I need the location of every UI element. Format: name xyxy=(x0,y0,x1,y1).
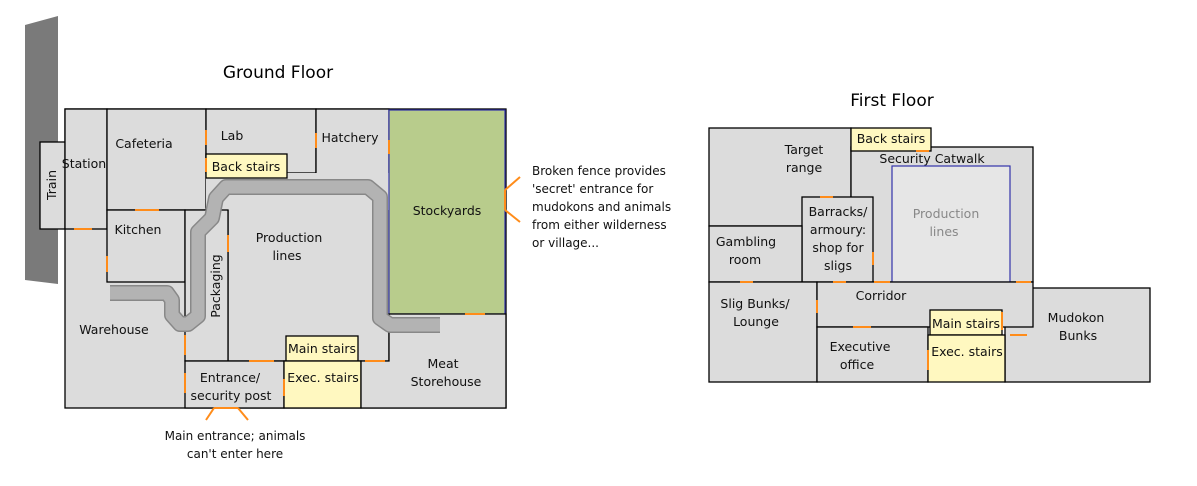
room-slig-bunks xyxy=(708,281,818,383)
room-exec-stairs xyxy=(283,360,362,409)
label-back-stairs-ff: Back stairs xyxy=(857,131,926,146)
label-packaging: Packaging xyxy=(208,254,223,317)
label-executive-office-2: office xyxy=(840,357,875,372)
label-production-lines-ff-1: Production xyxy=(913,206,980,221)
room-hatchery xyxy=(315,108,390,178)
label-entrance-2: security post xyxy=(191,388,272,403)
label-exec-stairs-ff: Exec. stairs xyxy=(931,344,1003,359)
label-executive-office-1: Executive xyxy=(830,339,891,354)
note-main-entrance-1: Main entrance; animals xyxy=(165,429,306,443)
room-stockyards xyxy=(388,109,506,315)
room-main-stairs xyxy=(285,335,359,362)
label-kitchen: Kitchen xyxy=(115,222,162,237)
label-warehouse: Warehouse xyxy=(79,322,149,337)
label-barracks-3: shop for xyxy=(812,240,864,255)
conveyor-belt xyxy=(110,180,440,332)
room-cafeteria xyxy=(106,108,207,211)
ground-floor-title: Ground Floor xyxy=(223,63,333,83)
label-barracks-4: sligs xyxy=(824,258,852,273)
label-barracks-1: Barracks/ xyxy=(809,204,869,219)
label-slig-bunks-2: Lounge xyxy=(733,314,779,329)
label-stockyards: Stockyards xyxy=(413,203,482,218)
note-stockyards-5: or village... xyxy=(532,236,599,250)
production-lines-void xyxy=(891,165,1011,283)
label-entrance-1: Entrance/ xyxy=(200,370,261,385)
note-stockyards-4: from either wilderness xyxy=(532,218,667,232)
label-production-lines-1: Production xyxy=(256,230,323,245)
doors-first-floor xyxy=(740,150,1031,370)
label-exec-stairs: Exec. stairs xyxy=(287,370,359,385)
label-main-stairs: Main stairs xyxy=(288,341,356,356)
room-kitchen xyxy=(106,209,186,283)
room-back-stairs-ff xyxy=(850,127,932,152)
label-target-range-1: Target xyxy=(784,142,824,157)
label-target-range-2: range xyxy=(786,160,823,175)
note-stockyards-2: 'secret' entrance for xyxy=(532,182,653,196)
room-executive-office xyxy=(816,326,929,383)
label-security-catwalk: Security Catwalk xyxy=(879,151,985,166)
note-main-entrance-2: can't enter here xyxy=(187,447,283,461)
doors-ground-floor xyxy=(74,130,506,409)
label-back-stairs: Back stairs xyxy=(212,159,281,174)
label-slig-bunks-1: Slig Bunks/ xyxy=(720,296,790,311)
label-production-lines-ff-2: lines xyxy=(929,224,958,239)
label-gambling-2: room xyxy=(729,252,761,267)
room-exec-stairs-ff xyxy=(927,334,1006,383)
label-lab: Lab xyxy=(221,128,244,143)
label-barracks-2: armoury: xyxy=(810,222,866,237)
label-gambling-1: Gambling xyxy=(716,234,776,249)
label-hatchery: Hatchery xyxy=(322,130,380,145)
label-cafeteria: Cafeteria xyxy=(115,136,172,151)
label-meat-storehouse-2: Storehouse xyxy=(411,374,482,389)
label-train: Train xyxy=(44,170,59,201)
first-floor-title: First Floor xyxy=(850,91,933,111)
label-station: Station xyxy=(62,156,106,171)
room-meat-storehouse xyxy=(360,313,507,409)
label-meat-storehouse-1: Meat xyxy=(427,356,458,371)
label-mudokon-bunks-2: Bunks xyxy=(1059,328,1097,343)
note-stockyards-3: mudokons and animals xyxy=(532,200,671,214)
room-gambling xyxy=(708,225,803,283)
label-mudokon-bunks-1: Mudokon xyxy=(1048,310,1105,325)
label-production-lines-2: lines xyxy=(272,248,301,263)
label-main-stairs-ff: Main stairs xyxy=(932,316,1000,331)
label-corridor: Corridor xyxy=(856,288,907,303)
callout-lines xyxy=(205,176,521,421)
note-stockyards-1: Broken fence provides xyxy=(532,164,666,178)
room-back-stairs xyxy=(205,153,288,179)
